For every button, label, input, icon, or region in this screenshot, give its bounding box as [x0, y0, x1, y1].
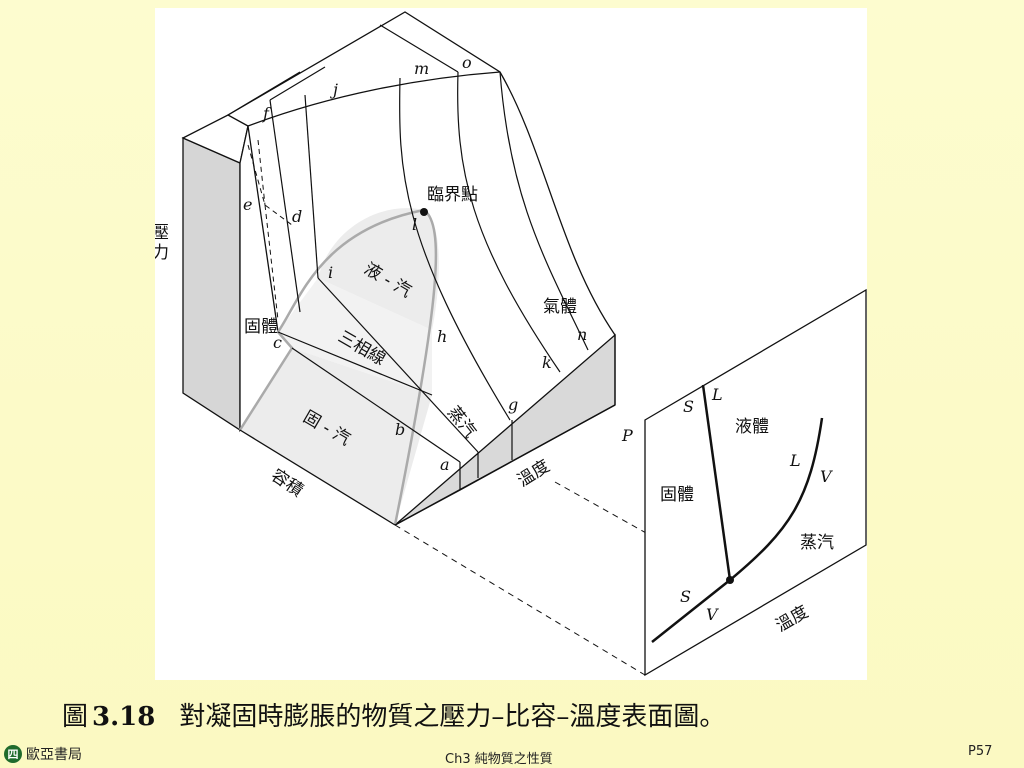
dashed-isotherm — [247, 139, 293, 321]
proj-s-sv: S — [680, 587, 691, 606]
top-front-curve — [247, 71, 501, 127]
projection-solid-label: 固體 — [660, 485, 694, 505]
point-k: k — [542, 353, 552, 372]
projection-t-label: 溫度 — [773, 602, 812, 636]
point-m: m — [414, 59, 429, 78]
footer-chapter: Ch3 純物質之性質 — [445, 752, 553, 767]
pressure-axis-label-1: 壓 — [155, 223, 169, 243]
left-side-face — [182, 137, 241, 432]
point-j: j — [330, 80, 338, 99]
caption-prefix: 圖 — [62, 702, 89, 732]
point-g: g — [508, 395, 518, 414]
point-d: d — [292, 207, 302, 226]
footer-publisher: 四 歐亞書局 — [4, 744, 82, 764]
proj-v-lv: V — [820, 467, 833, 486]
footer-page-number: P57 — [968, 744, 993, 759]
vapor-label: 蒸汽 — [443, 403, 480, 442]
proj-v-sv: V — [706, 605, 719, 624]
caption-text: 對凝固時膨脹的物質之壓力–比容–溫度表面圖。 — [179, 702, 726, 732]
point-b: b — [395, 420, 405, 439]
proj-l-top: L — [711, 385, 723, 404]
point-c: c — [273, 333, 282, 352]
point-f: f — [262, 104, 272, 123]
point-o: o — [462, 53, 472, 72]
figure-panel: 壓 力 容積 溫度 臨界點 液 - 汽 三相線 固 - 汽 固體 氣體 蒸汽 a… — [155, 8, 867, 680]
publisher-name: 歐亞書局 — [26, 747, 82, 763]
volume-axis-label: 容積 — [267, 466, 306, 502]
pvt-surface-diagram: 壓 力 容積 溫度 臨界點 液 - 汽 三相線 固 - 汽 固體 氣體 蒸汽 a… — [155, 11, 867, 677]
gas-label: 氣體 — [543, 297, 577, 317]
point-e: e — [243, 195, 252, 214]
projection-p-label: P — [621, 426, 633, 445]
point-n: n — [577, 325, 587, 344]
proj-l-lv: L — [789, 451, 801, 470]
liquid-vapor-dome — [318, 208, 439, 330]
point-l: l — [412, 215, 417, 234]
critical-point-label: 臨界點 — [427, 185, 478, 205]
projection-vapor-label: 蒸汽 — [800, 533, 834, 553]
critical-point-dot — [420, 208, 428, 216]
projection-liquid-label: 液體 — [735, 417, 769, 437]
point-a: a — [440, 455, 450, 474]
top-surface-outline — [227, 11, 616, 336]
solid-vapor-region — [240, 348, 432, 525]
proj-s-top: S — [683, 397, 694, 416]
solid-label: 固體 — [244, 317, 278, 337]
publisher-logo-icon: 四 — [4, 745, 22, 763]
caption-number: 3.18 — [92, 702, 156, 732]
triple-line-band — [278, 278, 432, 395]
temperature-axis-label: 溫度 — [514, 456, 553, 491]
point-i: i — [328, 263, 333, 282]
pressure-axis-label-2: 力 — [155, 243, 169, 263]
point-h: h — [437, 327, 447, 346]
pt-projection-plane — [644, 288, 867, 677]
